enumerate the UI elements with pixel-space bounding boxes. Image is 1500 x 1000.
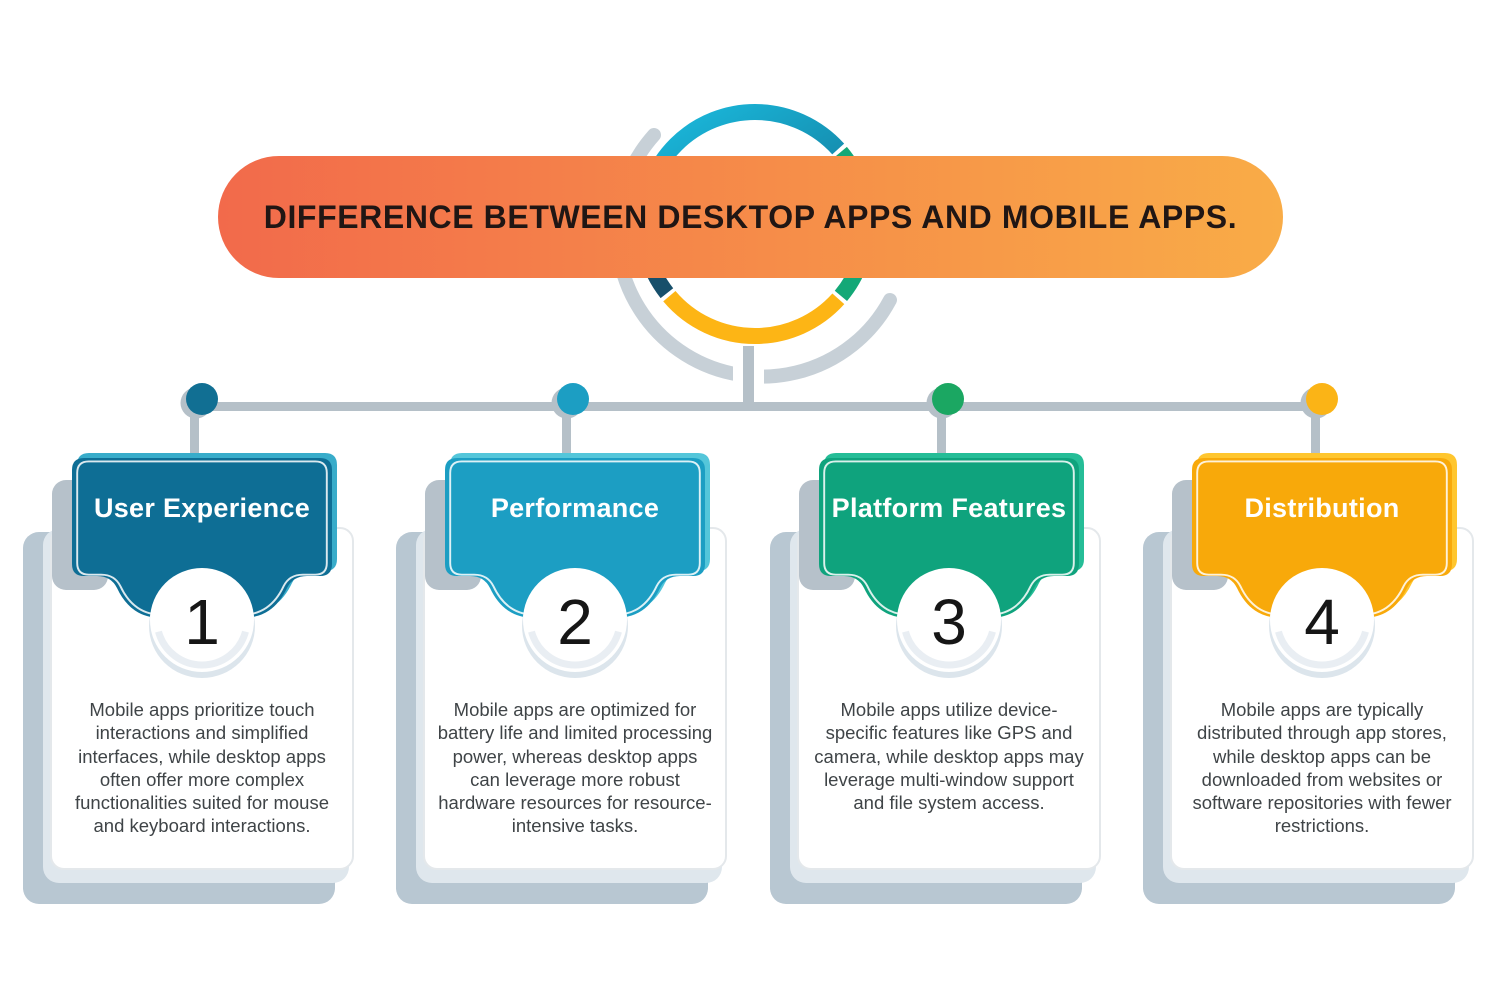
number-circle bbox=[150, 568, 254, 672]
number-circle-crescent bbox=[526, 571, 624, 669]
number-circle-crescent bbox=[153, 571, 251, 669]
card-title: User Experience bbox=[93, 492, 311, 523]
number-circle-crescent bbox=[1273, 571, 1371, 669]
title-banner: DIFFERENCE BETWEEN DESKTOP APPS AND MOBI… bbox=[218, 156, 1283, 278]
card-performance: Mobile apps are optimized for battery li… bbox=[396, 448, 727, 928]
card-header bbox=[1172, 453, 1457, 678]
card-description: Mobile apps are typically distributed th… bbox=[1192, 699, 1452, 837]
connector-stem-3 bbox=[937, 404, 946, 462]
card-user-experience: Mobile apps prioritize touch interaction… bbox=[23, 448, 354, 928]
card-platform-features: Mobile apps utilize device-specific feat… bbox=[770, 448, 1101, 928]
globe-stem bbox=[743, 346, 754, 408]
card-description: Mobile apps are optimized for battery li… bbox=[437, 699, 713, 837]
globe-ring-segment-yellow bbox=[635, 104, 875, 344]
number-circle-crescent bbox=[900, 571, 998, 669]
card-header bbox=[52, 453, 337, 678]
connector-stem-2 bbox=[562, 404, 571, 462]
connector-dot-3 bbox=[932, 383, 964, 415]
card-title: Distribution bbox=[1244, 492, 1400, 523]
card-distribution: Mobile apps are typically distributed th… bbox=[1143, 448, 1474, 928]
connector-line bbox=[192, 402, 1320, 411]
card-title: Platform Features bbox=[831, 492, 1067, 523]
page-title: DIFFERENCE BETWEEN DESKTOP APPS AND MOBI… bbox=[263, 198, 1238, 235]
connector-stem-1 bbox=[190, 404, 199, 462]
connector-dot-4 bbox=[1306, 383, 1338, 415]
number-circle bbox=[523, 568, 627, 672]
header-main-shape bbox=[445, 458, 705, 618]
number-circle bbox=[1270, 568, 1374, 672]
connector-dot-2 bbox=[557, 383, 589, 415]
connector-dot-1 bbox=[186, 383, 218, 415]
connector-stem-4 bbox=[1311, 404, 1320, 462]
card-description: Mobile apps utilize device-specific feat… bbox=[814, 699, 1084, 814]
card-description: Mobile apps prioritize touch interaction… bbox=[75, 699, 329, 837]
card-body: Mobile apps prioritize touch interaction… bbox=[50, 527, 354, 870]
card-number: 1 bbox=[184, 586, 220, 658]
header-main-shape bbox=[72, 458, 332, 618]
header-main-shape bbox=[819, 458, 1079, 618]
header-main-shape bbox=[1192, 458, 1452, 618]
card-number: 2 bbox=[557, 586, 593, 658]
card-number: 3 bbox=[931, 586, 967, 658]
card-number: 4 bbox=[1304, 586, 1340, 658]
card-header bbox=[799, 453, 1084, 678]
number-circle bbox=[897, 568, 1001, 672]
card-title: Performance bbox=[490, 492, 660, 523]
card-header bbox=[425, 453, 710, 678]
